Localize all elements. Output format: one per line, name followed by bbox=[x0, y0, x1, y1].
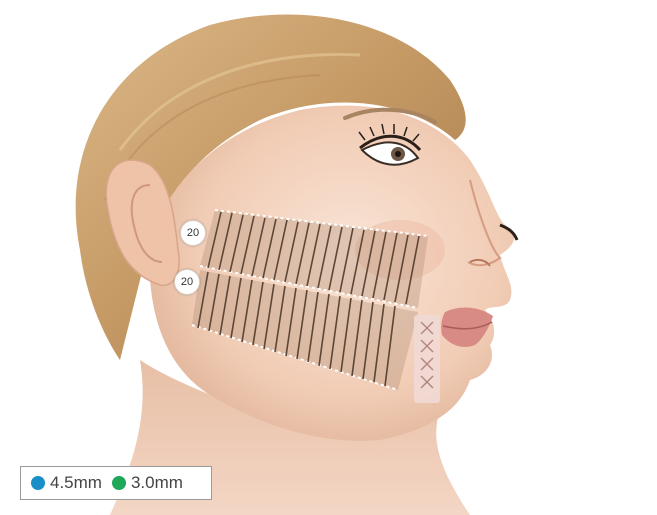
legend-item-3-0mm: 3.0mm bbox=[112, 473, 183, 493]
blue-dot-icon bbox=[31, 476, 45, 490]
lower-line-count-badge: 20 bbox=[174, 269, 200, 295]
lower-line-count: 20 bbox=[181, 276, 193, 288]
upper-line-count-badge: 20 bbox=[180, 220, 206, 246]
upper-line-count: 20 bbox=[187, 227, 199, 239]
depth-legend: 4.5mm 3.0mm bbox=[20, 466, 212, 500]
green-dot-icon bbox=[112, 476, 126, 490]
legend-label-3-0mm: 3.0mm bbox=[131, 473, 183, 493]
legend-item-4-5mm: 4.5mm bbox=[31, 473, 102, 493]
avoid-zone bbox=[414, 315, 440, 403]
legend-label-4-5mm: 4.5mm bbox=[50, 473, 102, 493]
